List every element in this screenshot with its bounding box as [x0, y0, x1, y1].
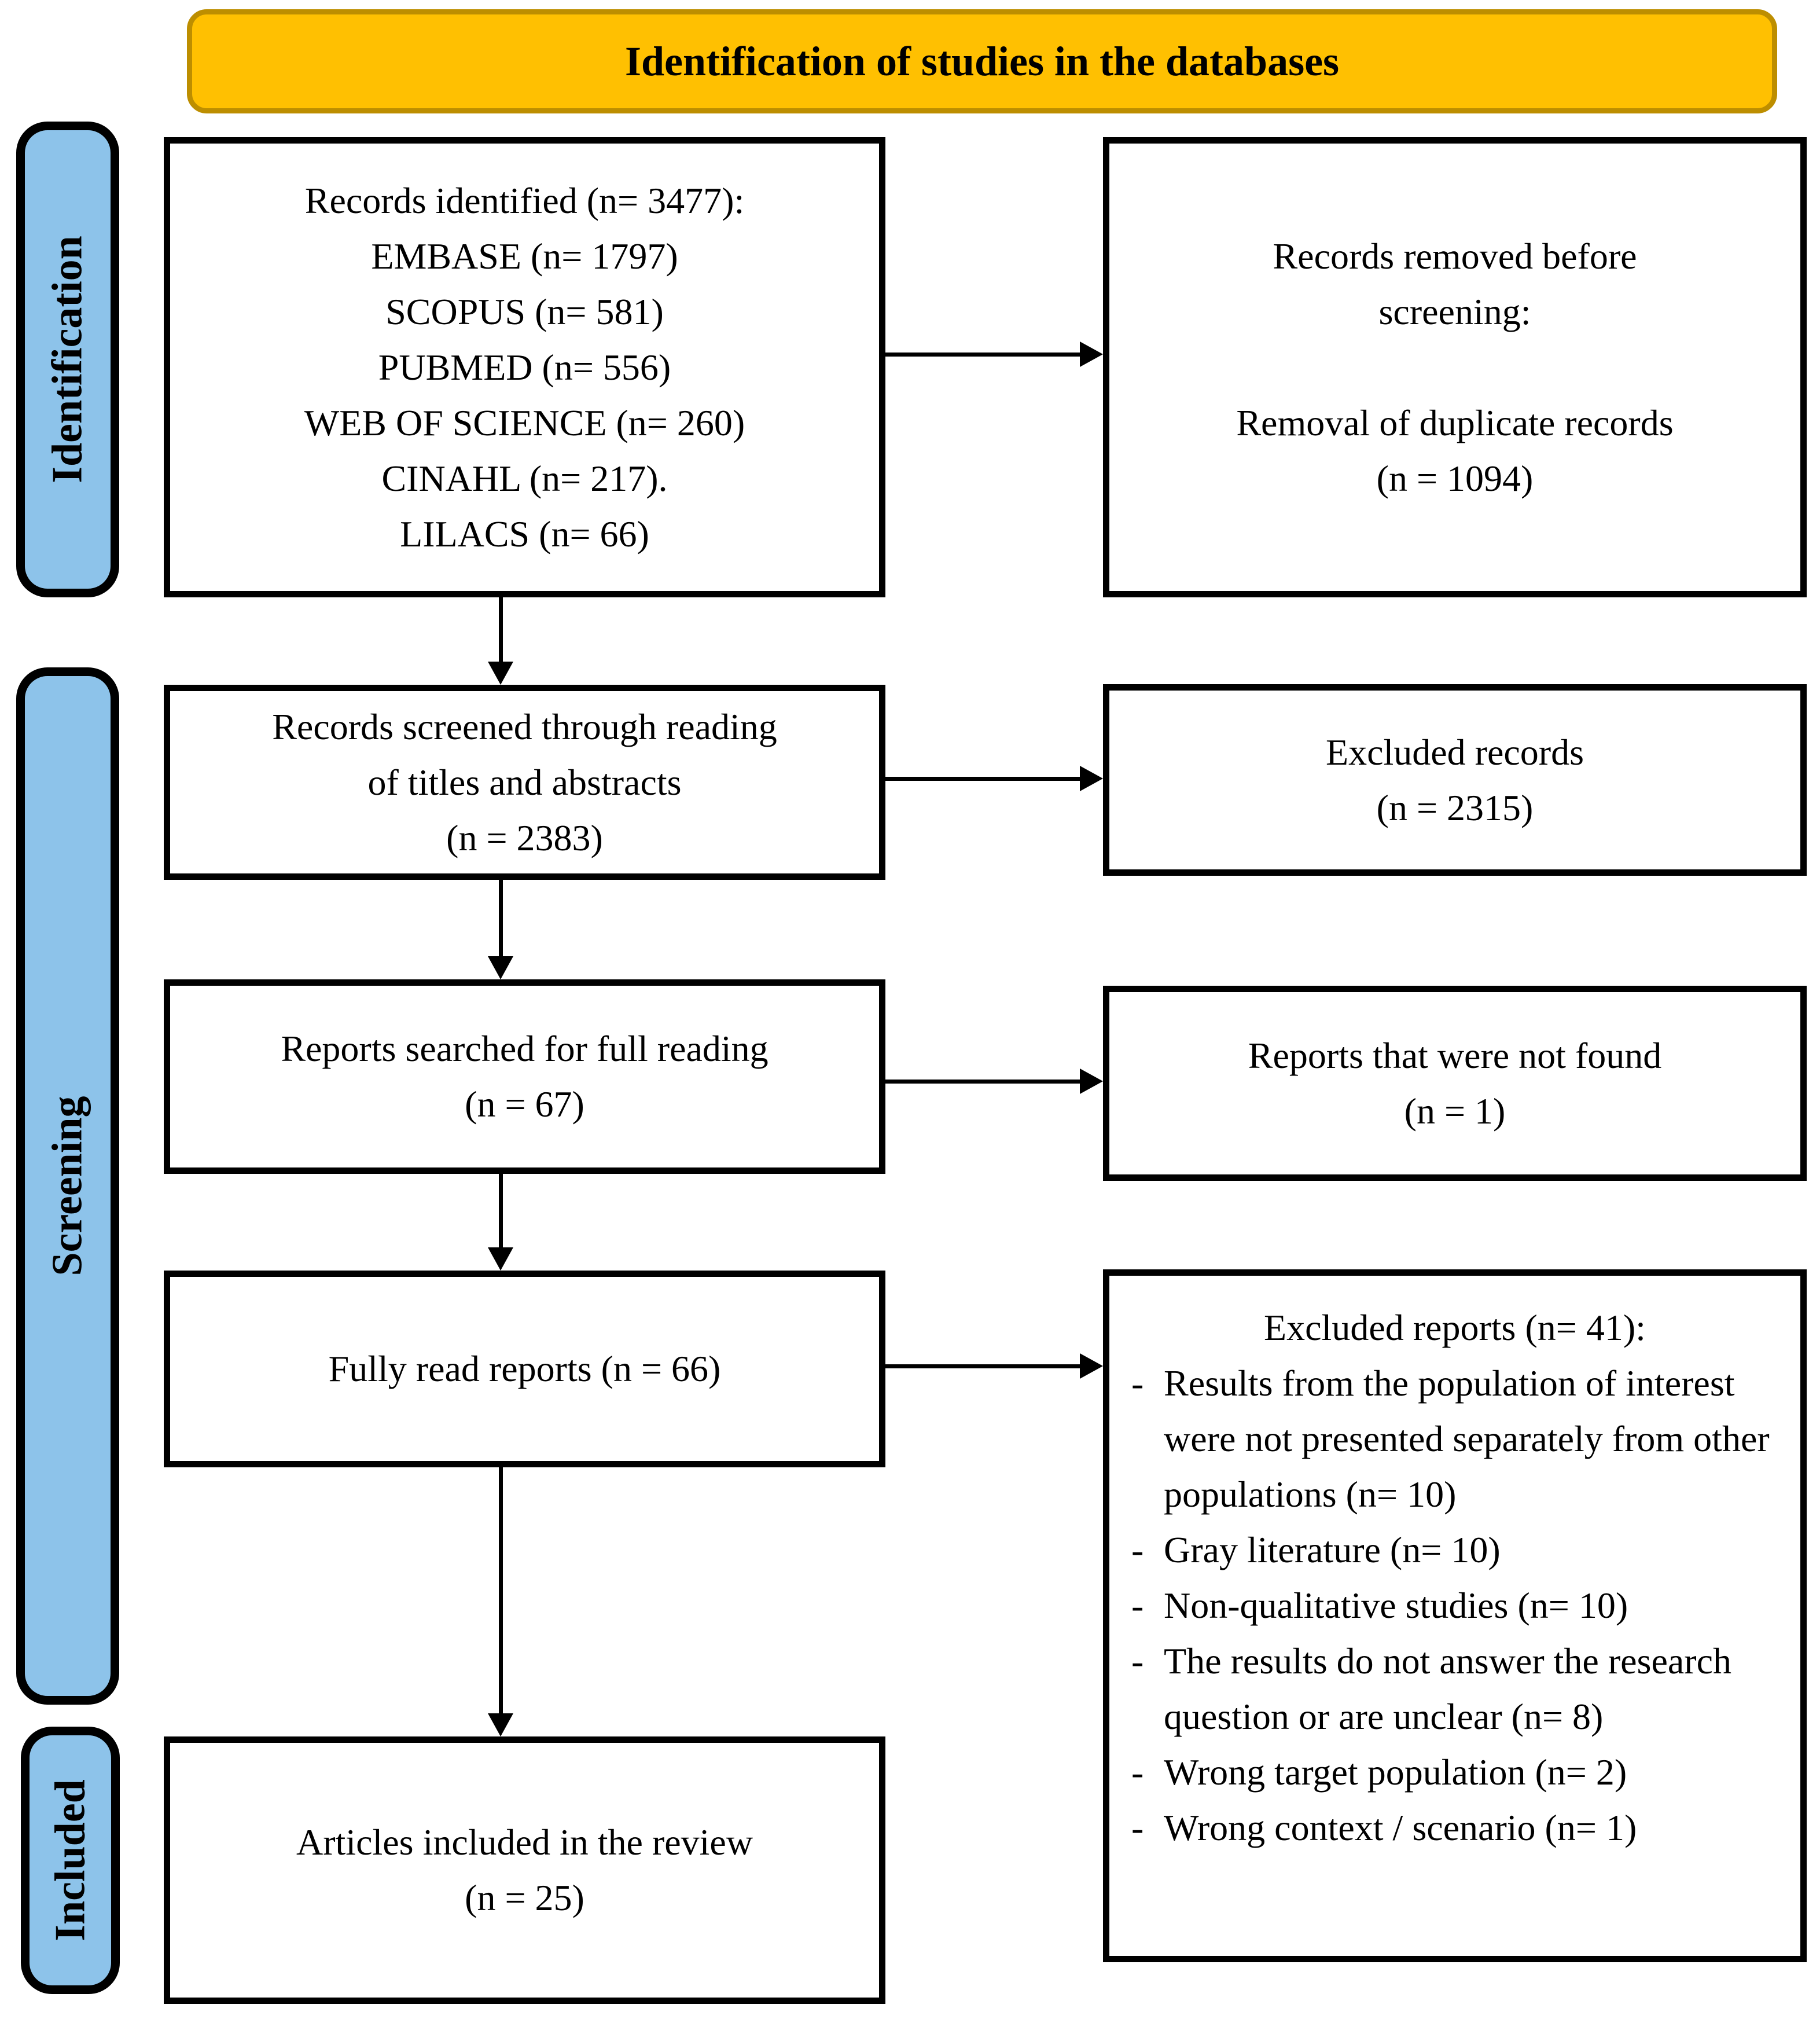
text-line: Removal of duplicate records [1236, 402, 1674, 443]
text-line: (n = 2315) [1376, 787, 1534, 828]
arrowhead-down-icon [488, 1247, 513, 1271]
text-line: CINAHL (n= 217). [381, 457, 668, 499]
stage-label-included: Included [21, 1727, 120, 1994]
exclusion-reason-item: - Gray literature (n= 10) [1131, 1522, 1778, 1578]
text-line: of titles and abstracts [367, 761, 682, 803]
exclusion-reason-item: - Results from the population of interes… [1131, 1356, 1778, 1522]
box-records-screened: Records screened through reading of titl… [164, 685, 885, 880]
text-line: Records screened through reading [272, 706, 777, 747]
text-line: SCOPUS (n= 581) [385, 291, 664, 332]
banner: Identification of studies in the databas… [187, 9, 1777, 113]
text-line: Reports searched for full reading [281, 1028, 769, 1069]
text-line: screening: [1378, 291, 1531, 332]
stage-label-screening: Screening [16, 667, 119, 1705]
arrowhead-down-icon [488, 1713, 513, 1736]
exclusion-reason-text: Wrong context / scenario (n= 1) [1164, 1807, 1637, 1848]
arrowhead-right-icon [1080, 1353, 1103, 1379]
text-line: (n = 1094) [1376, 457, 1534, 499]
arrow-line [885, 777, 1080, 781]
excluded-reports-title: Excluded reports (n= 41): [1264, 1307, 1646, 1348]
arrow-line [885, 1364, 1080, 1368]
text-line: Reports that were not found [1248, 1034, 1662, 1076]
bullet-dash: - [1131, 1640, 1144, 1681]
text-line: Fully read reports (n = 66) [328, 1348, 721, 1389]
arrow-line [499, 1464, 503, 1713]
arrow-line [499, 877, 503, 956]
box-excluded-reports: Excluded reports (n= 41): - Results from… [1103, 1269, 1807, 1962]
arrowhead-down-icon [488, 956, 513, 979]
arrow-line [885, 1080, 1080, 1084]
text-line: Excluded records [1325, 731, 1584, 773]
exclusion-reason-text: Results from the population of interest … [1164, 1363, 1770, 1515]
box-records-removed-before-screening: Records removed before screening: Remova… [1103, 137, 1807, 597]
exclusion-reason-list: - Results from the population of interes… [1131, 1356, 1778, 1856]
text-line: Records removed before [1273, 235, 1637, 277]
text-line: PUBMED (n= 556) [378, 346, 671, 388]
arrowhead-right-icon [1080, 766, 1103, 791]
arrowhead-right-icon [1080, 342, 1103, 367]
bullet-dash: - [1131, 1363, 1144, 1404]
arrow-line [499, 594, 503, 662]
exclusion-reason-item: - The results do not answer the research… [1131, 1633, 1778, 1745]
text-line: (n = 1) [1404, 1090, 1506, 1132]
text-line: Records identified (n= 3477): [304, 179, 745, 221]
banner-title: Identification of studies in the databas… [624, 38, 1340, 85]
exclusion-reason-item: - Wrong context / scenario (n= 1) [1131, 1800, 1778, 1856]
bullet-dash: - [1131, 1585, 1144, 1626]
text-line: EMBASE (n= 1797) [371, 235, 678, 277]
text-line: (n = 67) [465, 1084, 584, 1125]
arrow-line [499, 1171, 503, 1247]
box-excluded-records: Excluded records (n = 2315) [1103, 684, 1807, 876]
bullet-dash: - [1131, 1752, 1144, 1793]
box-fully-read-reports: Fully read reports (n = 66) [164, 1271, 885, 1467]
exclusion-reason-text: Non-qualitative studies (n= 10) [1164, 1585, 1628, 1626]
stage-label-text: Identification [43, 236, 91, 483]
text-line: LILACS (n= 66) [400, 513, 649, 555]
exclusion-reason-item: - Wrong target population (n= 2) [1131, 1745, 1778, 1800]
bullet-dash: - [1131, 1807, 1144, 1848]
text-line: (n = 2383) [446, 817, 603, 858]
box-records-identified: Records identified (n= 3477): EMBASE (n=… [164, 137, 885, 597]
exclusion-reason-text: The results do not answer the research q… [1164, 1640, 1731, 1737]
box-reports-searched: Reports searched for full reading (n = 6… [164, 979, 885, 1174]
stage-label-text: Screening [43, 1096, 91, 1276]
text-line: (n = 25) [465, 1877, 584, 1918]
text-line: WEB OF SCIENCE (n= 260) [304, 402, 745, 443]
exclusion-reason-item: - Non-qualitative studies (n= 10) [1131, 1578, 1778, 1633]
box-articles-included: Articles included in the review (n = 25) [164, 1736, 885, 2004]
box-reports-not-found: Reports that were not found (n = 1) [1103, 986, 1807, 1181]
stage-label-text: Included [46, 1779, 94, 1941]
arrowhead-right-icon [1080, 1069, 1103, 1094]
text-line: Articles included in the review [296, 1822, 753, 1863]
stage-label-identification: Identification [16, 122, 119, 597]
text-line [1109, 340, 1800, 395]
exclusion-reason-text: Gray literature (n= 10) [1164, 1529, 1501, 1570]
arrow-line [885, 353, 1080, 357]
arrowhead-down-icon [488, 662, 513, 685]
exclusion-reason-text: Wrong target population (n= 2) [1164, 1752, 1627, 1793]
bullet-dash: - [1131, 1529, 1144, 1570]
